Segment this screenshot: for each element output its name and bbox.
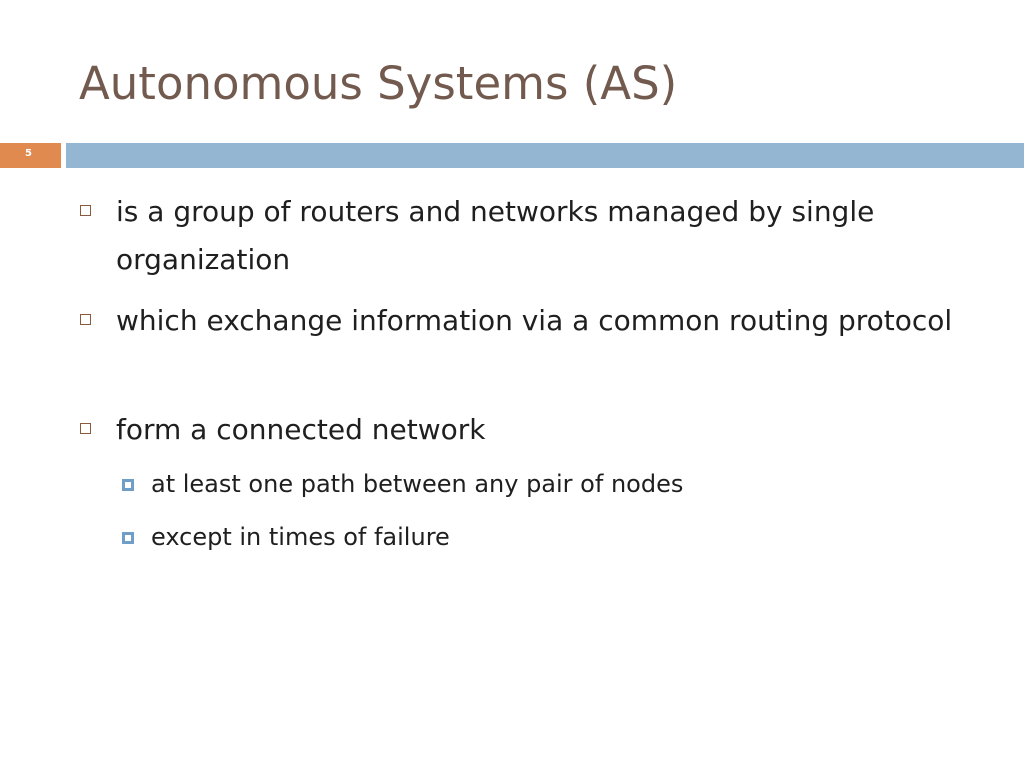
- hollow-square-bullet-icon: [80, 314, 91, 325]
- filled-square-bullet-icon: [122, 532, 134, 544]
- filled-square-bullet-icon: [122, 479, 134, 491]
- sub-bullet-text: except in times of failure: [151, 523, 450, 551]
- sub-bullet-text: at least one path between any pair of no…: [151, 470, 684, 498]
- slide-title: Autonomous Systems (AS): [79, 57, 678, 110]
- bullet-text: form a connected network: [116, 413, 486, 446]
- hollow-square-bullet-icon: [80, 205, 91, 216]
- bullet-item: is a group of routers and networks manag…: [80, 188, 960, 284]
- bullet-item: which exchange information via a common …: [80, 297, 960, 345]
- sub-bullet-item: at least one path between any pair of no…: [122, 466, 942, 502]
- title-accent-bar: [66, 143, 1024, 168]
- bullet-item: form a connected network: [80, 406, 960, 454]
- slide-number: 5: [25, 148, 32, 159]
- sub-bullet-item: except in times of failure: [122, 519, 942, 555]
- bullet-text: which exchange information via a common …: [116, 304, 953, 337]
- bullet-text: is a group of routers and networks manag…: [116, 195, 875, 276]
- hollow-square-bullet-icon: [80, 423, 91, 434]
- slide-number-bar: [0, 143, 61, 168]
